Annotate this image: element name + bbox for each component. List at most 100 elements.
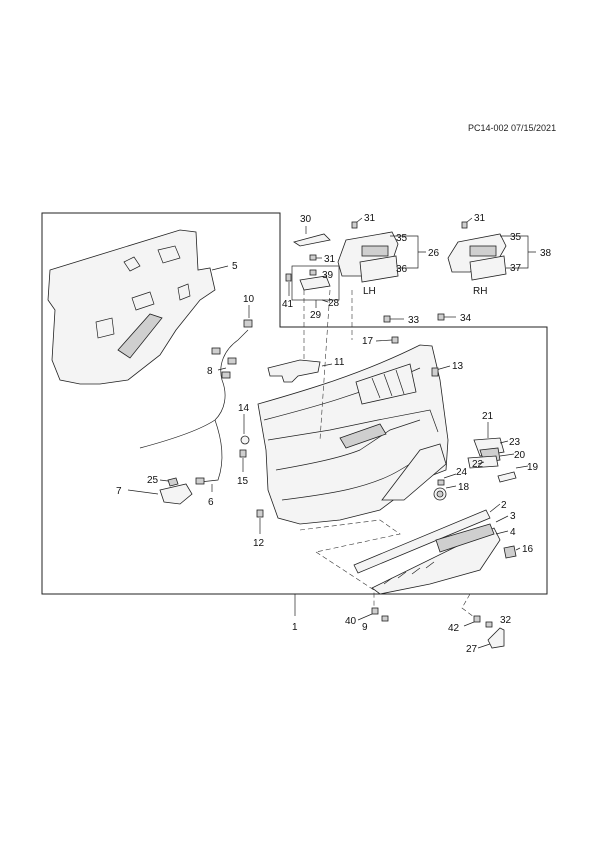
leader-23 [499, 440, 509, 444]
speaker-grille [433, 487, 447, 501]
leader-31a [356, 217, 363, 223]
callout-38: 38 [540, 248, 552, 259]
wiring-harness [139, 319, 253, 485]
leader-42 [463, 621, 475, 627]
callout-8: 8 [207, 366, 213, 377]
callout-1: 1 [292, 622, 298, 633]
clip-12 [256, 509, 264, 518]
leader-8 [217, 367, 227, 371]
side-label-rh: RH [473, 286, 487, 297]
callout-35a: 35 [396, 233, 408, 244]
leader-40 [357, 613, 373, 621]
leader-25 [159, 479, 169, 482]
clip-13 [431, 367, 439, 377]
callout-18: 18 [458, 482, 470, 493]
callout-28: 28 [328, 298, 340, 309]
leader-22 [477, 461, 485, 465]
switch-cover-30 [293, 233, 331, 247]
window-switch-rh [447, 221, 507, 281]
callout-5: 5 [232, 261, 238, 272]
clip-34 [437, 313, 445, 321]
courtesy-lamp [159, 477, 193, 505]
callout-33: 33 [408, 315, 420, 326]
callout-35b: 35 [510, 232, 522, 243]
leader-20 [499, 453, 515, 457]
side-label-lh: LH [363, 286, 376, 297]
callout-7: 7 [116, 486, 122, 497]
leader-16 [515, 547, 521, 551]
callout-29: 29 [310, 310, 322, 321]
switch-inset-frame [279, 213, 547, 328]
leader-3 [495, 515, 509, 523]
leader-5 [211, 265, 229, 271]
callout-25: 25 [147, 475, 159, 486]
callout-21: 21 [482, 411, 494, 422]
callout-15: 15 [237, 476, 249, 487]
water-deflector [47, 229, 216, 385]
clip-33 [383, 315, 391, 323]
clip-41 [285, 273, 292, 282]
leader-7 [127, 489, 159, 495]
callout-14: 14 [238, 403, 250, 414]
document-id: PC14-002 07/15/2021 [468, 123, 557, 133]
leader-17 [375, 339, 393, 342]
screw-24 [437, 479, 445, 486]
leader-2 [489, 503, 501, 513]
callout-6: 6 [208, 497, 214, 508]
callout-11: 11 [334, 357, 345, 368]
callout-31a: 31 [364, 213, 376, 224]
grommet [240, 435, 250, 445]
callout-30: 30 [300, 214, 312, 225]
callout-2: 2 [501, 500, 507, 511]
callout-23: 23 [509, 437, 521, 448]
callout-10: 10 [243, 294, 255, 305]
callout-39: 39 [322, 270, 334, 281]
callout-4: 4 [510, 527, 516, 538]
switch-box-39 [291, 265, 340, 301]
explode-line-bezel [461, 593, 479, 621]
callout-13: 13 [452, 361, 464, 372]
bracket-38 [500, 235, 536, 269]
leader-31c [466, 217, 473, 223]
callout-19: 19 [527, 462, 539, 473]
callout-41: 41 [282, 299, 294, 310]
callout-32: 32 [500, 615, 512, 626]
clip-9 [371, 607, 379, 615]
screw-31b [309, 254, 317, 261]
bracket-26 [390, 235, 426, 269]
callout-9: 9 [362, 622, 368, 633]
callout-31c: 31 [474, 213, 486, 224]
callout-20: 20 [514, 450, 526, 461]
callout-34: 34 [460, 313, 472, 324]
leader-27 [477, 643, 491, 649]
leader-11 [321, 363, 333, 367]
callout-16: 16 [522, 544, 534, 555]
leader-28 [321, 299, 329, 303]
leader-19 [515, 465, 529, 469]
screw-32 [485, 621, 493, 628]
window-switch-lh [337, 221, 399, 283]
explode-line-armrest [299, 519, 401, 553]
callout-3: 3 [510, 511, 516, 522]
armrest-trim [353, 509, 517, 595]
callout-37: 37 [510, 263, 522, 274]
leader-4 [495, 530, 509, 535]
callout-42: 42 [448, 623, 460, 634]
callout-17: 17 [362, 336, 374, 347]
callout-40: 40 [345, 616, 357, 627]
screw-9 [381, 615, 389, 622]
callout-36: 36 [396, 264, 408, 275]
callout-22: 22 [472, 459, 484, 470]
clip-42 [473, 615, 481, 623]
callout-31b: 31 [324, 254, 336, 265]
explode-line-handle [315, 551, 375, 608]
leader-18 [445, 485, 457, 489]
bezel-27 [487, 627, 505, 649]
bracket-11 [267, 359, 321, 383]
callout-26: 26 [428, 248, 440, 259]
leader-24 [443, 473, 457, 479]
clip-15 [239, 449, 247, 458]
callout-27: 27 [466, 644, 478, 655]
callout-12: 12 [253, 538, 265, 549]
